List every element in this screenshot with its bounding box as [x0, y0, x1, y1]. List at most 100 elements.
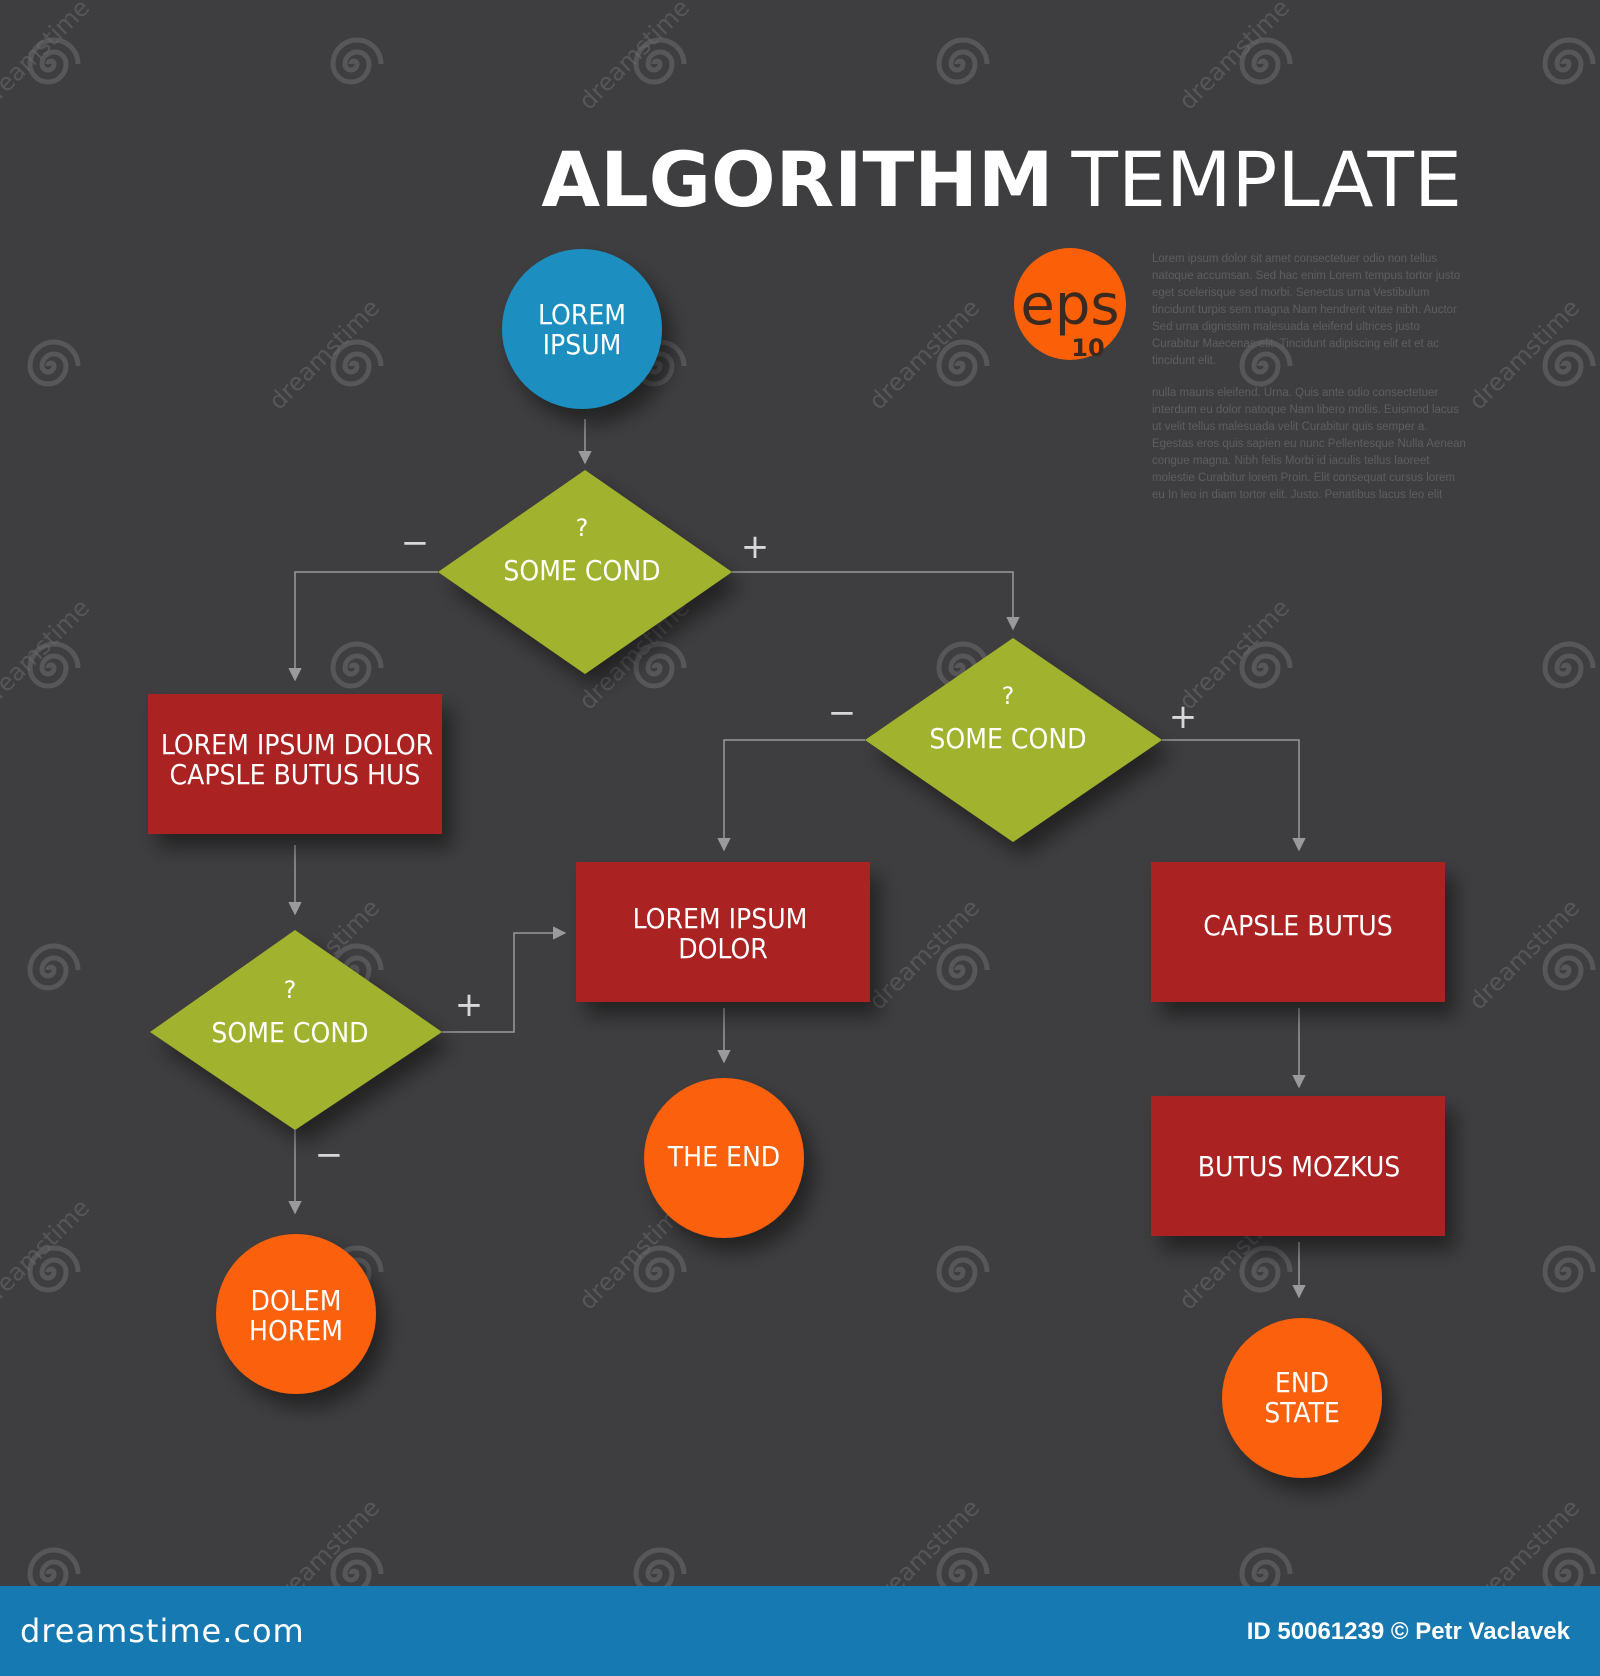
watermark-spiral-icon [633, 1245, 687, 1293]
edge-cond2-box2 [717, 739, 865, 852]
watermark-spiral-icon [330, 641, 384, 689]
node-cond3-question: ? [284, 976, 297, 1004]
node-cond2: ? SOME COND [865, 638, 1162, 842]
node-cond3-shape [150, 930, 442, 1130]
node-box2-label-1: LOREM IPSUM [633, 902, 808, 935]
footer-site-link[interactable]: dreamstime.com [20, 1612, 305, 1650]
node-end2: DOLEM HOREM [216, 1234, 376, 1394]
watermark-spiral-icon [936, 1245, 990, 1293]
edge-label-cond2-yes: + [1169, 697, 1198, 737]
node-end3-label-1: END [1275, 1366, 1329, 1399]
node-box4-shape [1151, 1096, 1445, 1236]
node-cond1: ? SOME COND [438, 470, 732, 674]
watermark-spiral-icon [1239, 37, 1293, 85]
node-start-label-1: LOREM [538, 298, 626, 331]
node-box2: LOREM IPSUM DOLOR [576, 862, 870, 1002]
watermark-spiral-icon [936, 37, 990, 85]
description-paragraph-1: Lorem ipsum dolor sit amet consectetuer … [1152, 253, 1463, 367]
node-box1-label-1: LOREM IPSUM DOLOR [161, 728, 433, 761]
node-cond1-label: SOME COND [503, 554, 660, 587]
footer-bar: dreamstime.com ID 50061239 © Petr Vaclav… [0, 1586, 1600, 1676]
watermark-spiral-icon [27, 339, 81, 387]
node-box4-label: BUTUS MOZKUS [1198, 1150, 1401, 1183]
node-cond2-shape [865, 638, 1162, 842]
edge-label-cond2-no: − [828, 693, 857, 733]
node-end2-shape [216, 1234, 376, 1394]
watermark-spiral-icon [1239, 339, 1293, 387]
watermark-spiral-icon [1239, 641, 1293, 689]
watermark-spiral-icon [330, 1547, 384, 1586]
node-cond1-question: ? [576, 514, 589, 542]
node-box1-shape [148, 694, 442, 834]
flowchart-canvas: dreamstime dreamstime dreamstime dreamstime… [0, 0, 1596, 1586]
node-end1-label: THE END [667, 1140, 780, 1173]
node-end3-label-2: STATE [1264, 1396, 1340, 1429]
watermark-spiral-icon [27, 37, 81, 85]
node-box3-label: CAPSLE BUTUS [1203, 909, 1393, 942]
watermark-spiral-icon [27, 641, 81, 689]
watermark-spiral-icon [27, 943, 81, 991]
node-box1: LOREM IPSUM DOLOR CAPSLE BUTUS HUS [148, 694, 442, 834]
watermark-text: dreamstime [863, 1493, 985, 1586]
watermark-spiral-icon [1542, 339, 1596, 387]
edge-label-cond1-no: − [401, 523, 430, 563]
watermark-spiral-icon [936, 943, 990, 991]
edge-cond1-cond2 [732, 571, 1020, 631]
watermark-spiral-icon [330, 339, 384, 387]
edge-cond3-box2 [442, 926, 567, 1033]
watermark-spiral-icon [633, 1547, 687, 1586]
node-cond1-shape [438, 470, 732, 674]
edge-label-cond1-yes: + [741, 527, 770, 567]
watermark-spiral-icon [27, 1245, 81, 1293]
edge-cond1-box1 [288, 571, 438, 682]
eps-badge-circle [1014, 248, 1126, 360]
node-box4: BUTUS MOZKUS [1151, 1096, 1445, 1236]
edge-cond2-box3 [1162, 739, 1306, 852]
watermark-spiral-icon [936, 1547, 990, 1586]
watermark-spiral-icon [1542, 943, 1596, 991]
watermark-text: dreamstime [263, 293, 385, 415]
node-end2-label-2: HOREM [249, 1314, 343, 1347]
watermark-spiral-icon [633, 641, 687, 689]
description-paragraph-2: nulla mauris eleifend. Urna. Quis ante o… [1152, 387, 1469, 501]
node-start-label-2: IPSUM [543, 328, 622, 361]
watermark-text: dreamstime [1463, 893, 1585, 1015]
watermark-spiral-icon [633, 37, 687, 85]
footer-credit: ID 50061239 © Petr Vaclavek [1246, 1618, 1570, 1645]
watermark-text: dreamstime [0, 1193, 95, 1315]
watermark-spiral-icon [1542, 37, 1596, 85]
node-cond2-question: ? [1002, 682, 1015, 710]
watermark-spiral-icon [936, 339, 990, 387]
eps-badge-text: eps [1020, 273, 1119, 338]
watermark-spiral-icon [1239, 1245, 1293, 1293]
watermark-spiral-icon [330, 37, 384, 85]
node-cond2-label: SOME COND [929, 722, 1086, 755]
watermark-text: dreamstime [863, 893, 985, 1015]
watermark-spiral-icon [1542, 1547, 1596, 1586]
watermark-text: dreamstime [0, 593, 95, 715]
node-end3-shape [1222, 1318, 1382, 1478]
watermark-spiral-icon [1542, 641, 1596, 689]
node-box3: CAPSLE BUTUS [1151, 862, 1445, 1002]
node-cond3: ? SOME COND [150, 930, 442, 1130]
node-end1: THE END [644, 1078, 804, 1238]
node-cond3-label: SOME COND [211, 1016, 368, 1049]
watermark-spiral-icon [1239, 1547, 1293, 1586]
node-box2-label-2: DOLOR [678, 932, 768, 965]
node-box2-shape [576, 862, 870, 1002]
watermark-spiral-icon [1542, 1245, 1596, 1293]
node-end1-shape [644, 1078, 804, 1238]
node-end3: END STATE [1222, 1318, 1382, 1478]
node-start: LOREM IPSUM [502, 249, 662, 409]
watermark-text: dreamstime [573, 0, 695, 115]
eps-badge: eps 10 [1014, 248, 1126, 362]
node-box3-shape [1151, 862, 1445, 1002]
node-start-shape [502, 249, 662, 409]
connectors [288, 419, 1306, 1299]
eps-badge-version: 10 [1071, 334, 1104, 362]
watermark-text: dreamstime [0, 0, 95, 115]
edge-label-cond3-no: − [315, 1135, 344, 1175]
watermark-spiral-icon [27, 1547, 81, 1586]
